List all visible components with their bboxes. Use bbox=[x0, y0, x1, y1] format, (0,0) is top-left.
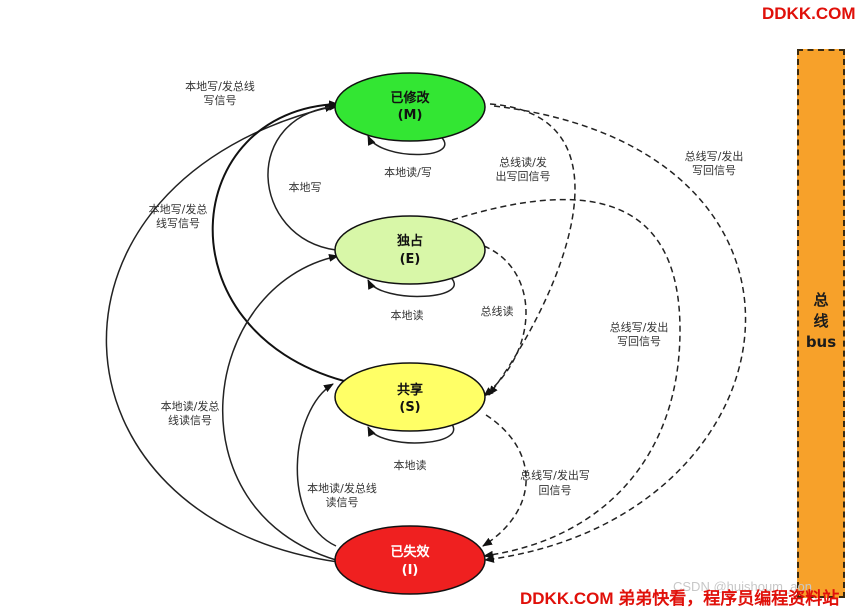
state-i-node bbox=[334, 525, 486, 595]
edge-s-to-i bbox=[482, 414, 527, 547]
label-s-self: 本地读 bbox=[394, 458, 427, 472]
label-i-to-m-line1: 本地写/发总线 bbox=[185, 79, 255, 93]
state-s-node bbox=[334, 362, 486, 432]
label-m-to-i-line2: 写回信号 bbox=[692, 164, 736, 177]
watermark-bottom: DDKK.COM 弟弟快看，程序员编程资料站 bbox=[520, 589, 840, 608]
label-i-to-m-line2: 写信号 bbox=[204, 94, 237, 107]
label-e-to-i-line1: 总线写/发出 bbox=[610, 320, 669, 334]
state-i-code: (I) bbox=[402, 563, 419, 578]
state-m-name: 已修改 bbox=[390, 90, 430, 106]
label-i-to-s-line2: 读信号 bbox=[326, 495, 359, 509]
edge-m-to-i bbox=[484, 105, 747, 563]
bus-label-line1: 总 bbox=[813, 291, 829, 309]
bus-label-line2: 线 bbox=[813, 312, 829, 330]
label-s-to-i-line2: 回信号 bbox=[539, 484, 572, 497]
edge-s-to-m bbox=[211, 100, 345, 382]
label-e-self: 本地读 bbox=[391, 308, 424, 322]
label-m-to-i-line1: 总线写/发出 bbox=[685, 149, 744, 163]
edge-i-to-e bbox=[222, 253, 339, 561]
watermark-csdn: CSDN @huishoum_aon bbox=[673, 579, 812, 594]
bus-label: 总 线 bus bbox=[797, 290, 845, 353]
label-s-to-i-line1: 总线写/发出写 bbox=[520, 468, 590, 482]
label-m-to-s-line1: 总线读/发 bbox=[499, 155, 547, 169]
label-e-to-s: 总线读 bbox=[481, 304, 514, 318]
label-i-to-e-line1: 本地读/发总 bbox=[161, 399, 220, 413]
label-e-to-i-line2: 写回信号 bbox=[617, 335, 661, 348]
state-e-name: 独占 bbox=[397, 233, 423, 249]
edge-i-to-s bbox=[296, 383, 337, 547]
state-e-code: (E) bbox=[400, 252, 421, 267]
label-s-to-m-line2: 线写信号 bbox=[156, 216, 200, 230]
watermark-top: DDKK.COM bbox=[762, 4, 856, 23]
edge-e-to-i bbox=[451, 198, 681, 559]
label-i-to-s-line1: 本地读/发总线 bbox=[307, 481, 377, 495]
label-e-to-m: 本地写 bbox=[289, 180, 322, 194]
state-s-name: 共享 bbox=[397, 382, 423, 398]
bus-label-line3: bus bbox=[805, 333, 837, 351]
loop-m bbox=[367, 133, 446, 156]
edge-m-to-s bbox=[488, 103, 576, 396]
label-s-to-m-line1: 本地写/发总 bbox=[149, 202, 208, 216]
edge-e-to-s bbox=[483, 245, 527, 397]
loop-s bbox=[367, 419, 455, 444]
loop-e bbox=[367, 274, 455, 298]
label-i-to-e-line2: 线读信号 bbox=[168, 413, 212, 427]
state-s-code: (S) bbox=[399, 400, 420, 415]
label-m-to-s-line2: 出写回信号 bbox=[496, 169, 551, 183]
state-i-name: 已失效 bbox=[390, 544, 430, 560]
edge-e-to-m bbox=[267, 102, 339, 251]
bus-bar bbox=[797, 49, 845, 598]
label-m-self: 本地读/写 bbox=[384, 165, 432, 179]
state-e-node bbox=[334, 215, 486, 285]
state-m-node bbox=[334, 72, 486, 142]
edge-i-to-m bbox=[105, 104, 339, 563]
state-m-code: (M) bbox=[398, 108, 423, 123]
